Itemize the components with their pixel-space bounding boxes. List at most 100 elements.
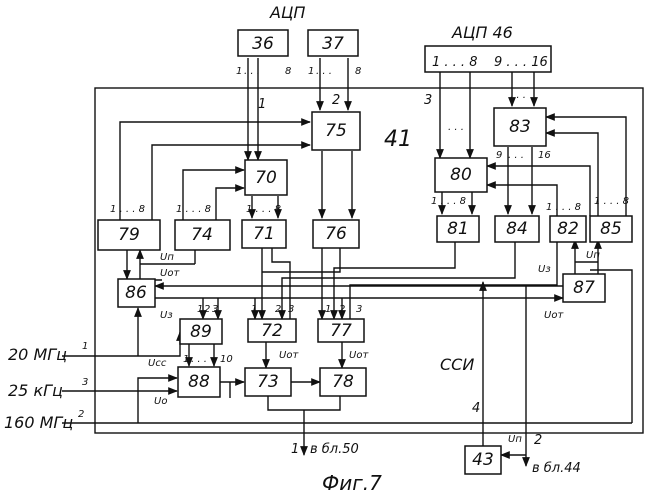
figure-caption: Фиг.7 [322,471,382,495]
block-76: 76 [313,220,359,248]
svg-text:76: 76 [325,224,347,244]
svg-text:2: 2 [534,433,542,448]
adc-label-left: АЦП [269,3,305,22]
block-81: 81 [437,216,479,242]
input-25khz-label: 25 кГц [8,381,63,400]
bus-2-label: 2 [332,93,340,108]
block-82: 82 [550,216,586,242]
svg-text:86: 86 [125,283,147,303]
block-46-adc: 1 . . . 8 9 . . . 16 [425,46,551,72]
block-79: 79 [98,220,160,250]
svg-text:36: 36 [252,34,274,54]
svg-text:. . .: . . . [508,150,524,161]
svg-text:1: 1 [197,304,203,315]
svg-text:1: 1 [82,341,88,352]
svg-text:89: 89 [190,322,212,342]
output-to-50-label: в бл.50 [310,442,359,457]
svg-text:Uп: Uп [508,434,522,445]
block-36: 36 [238,30,288,56]
svg-text:. . .: . . . [316,66,332,77]
adc-label-right: АЦП 46 [451,23,513,42]
svg-text:1 . . . 8: 1 . . . 8 [176,204,211,215]
bus-1-label: 1 [258,97,266,112]
svg-text:84: 84 [506,219,528,239]
block-87: 87 [563,274,605,302]
svg-text:2: 2 [275,304,281,315]
svg-text:1 . . . 8: 1 . . . 8 [594,196,629,207]
svg-text:Uот: Uот [279,350,299,361]
svg-text:72: 72 [261,321,283,341]
svg-text:1: 1 [236,66,242,77]
ssi-label: ССИ [440,355,474,374]
svg-text:10: 10 [220,354,233,365]
svg-text:3: 3 [288,304,294,315]
svg-text:Uот: Uот [349,350,369,361]
block-43: 43 [465,446,501,474]
svg-text:Uот: Uот [544,310,564,321]
svg-text:Uп: Uп [586,250,600,261]
svg-text:Uп: Uп [160,252,174,263]
svg-text:78: 78 [332,372,354,392]
svg-text:81: 81 [447,219,469,239]
svg-text:73: 73 [257,372,279,392]
svg-text:1 . . . 8: 1 . . . 8 [546,202,581,213]
svg-text:77: 77 [330,321,352,341]
svg-text:9 . . . 16: 9 . . . 16 [494,55,548,70]
svg-text:79: 79 [118,225,140,245]
block-37: 37 [308,30,358,56]
svg-text:8: 8 [285,66,291,77]
svg-text:16: 16 [538,150,551,161]
svg-text:71: 71 [253,224,275,244]
output-to-44-label: в бл.44 [532,461,581,476]
block-78: 78 [320,368,366,396]
block-71: 71 [242,220,286,248]
block-74: 74 [175,220,230,250]
block-75: 75 [312,112,360,150]
svg-text:Uо: Uо [154,396,167,407]
svg-text:. . .: . . . [244,66,260,77]
svg-text:. . .: . . . [510,90,526,101]
svg-text:1 . . . 8: 1 . . . 8 [246,204,281,215]
svg-text:82: 82 [557,219,579,239]
svg-text:37: 37 [322,34,344,54]
ref-41: 41 [384,127,412,152]
svg-text:43: 43 [472,450,494,470]
svg-text:88: 88 [188,372,210,392]
svg-text:9: 9 [496,150,502,161]
block-86: 86 [118,279,155,307]
svg-text:8: 8 [355,66,361,77]
svg-text:. . .: . . . [448,122,464,133]
input-160mhz-label: 160 МГц [4,413,73,432]
svg-text:75: 75 [325,121,347,141]
svg-text:1 . . . 8: 1 . . . 8 [431,196,466,207]
svg-text:Uз: Uз [538,264,551,275]
svg-text:Uсс: Uсс [148,358,167,369]
svg-text:1: 1 [325,304,331,315]
svg-text:1: 1 [291,442,299,457]
bus-3-label: 3 [424,93,432,108]
svg-text:83: 83 [509,117,531,137]
block-89: 89 [180,319,222,344]
svg-text:85: 85 [600,219,622,239]
svg-text:87: 87 [573,278,595,298]
block-88: 88 [178,367,220,397]
svg-text:1: 1 [308,66,314,77]
block-72: 72 [248,319,296,342]
svg-text:1: 1 [183,354,189,365]
svg-text:70: 70 [255,168,277,188]
block-84: 84 [495,216,539,242]
svg-text:1 . . . 8: 1 . . . 8 [432,55,477,70]
svg-text:Uз: Uз [160,310,173,321]
block-83: 83 [494,108,546,146]
svg-text:3: 3 [82,377,88,388]
svg-text:Uот: Uот [160,268,180,279]
svg-text:80: 80 [450,165,472,185]
device-41-frame [95,88,643,433]
svg-text:2: 2 [78,409,84,420]
svg-text:2: 2 [339,304,345,315]
svg-text:1 . . . 8: 1 . . . 8 [110,204,145,215]
svg-text:4: 4 [472,401,480,416]
svg-text:74: 74 [191,225,213,245]
block-85: 85 [590,216,632,242]
